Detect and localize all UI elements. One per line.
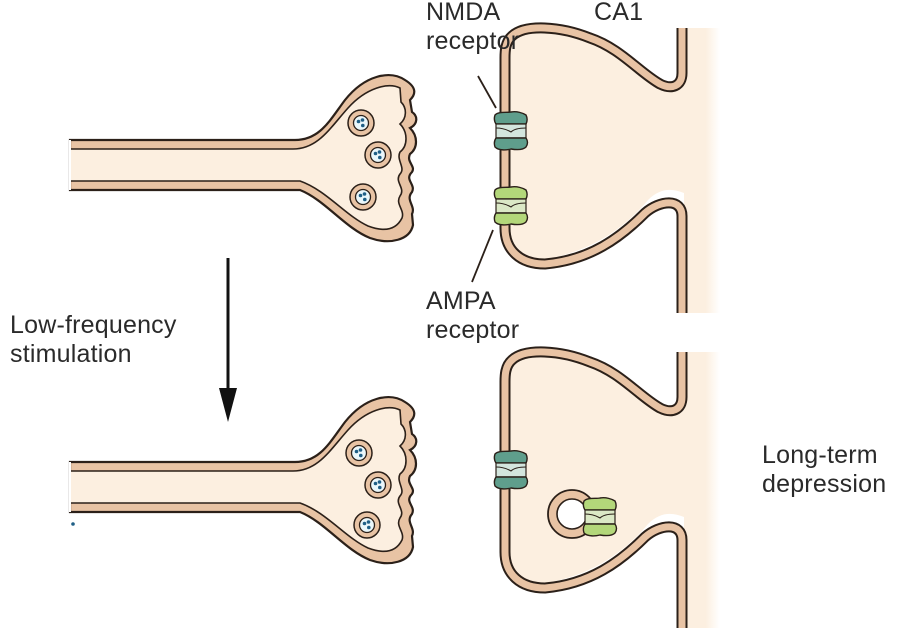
ampa-receptor-before xyxy=(493,186,529,226)
ca1-label-text: CA1 xyxy=(594,0,644,26)
ampa-receptor-label: AMPA receptor xyxy=(426,287,519,345)
vesicle xyxy=(347,109,375,137)
ca1-label: CA1 xyxy=(594,0,643,27)
vesicle xyxy=(345,439,373,467)
ltd-label: Long-term depression xyxy=(762,441,886,499)
stimulation-label-line1: Low-frequency xyxy=(10,311,177,339)
stimulation-label: Low-frequency stimulation xyxy=(10,311,177,369)
ltd-label-line1: Long-term xyxy=(762,441,878,469)
stray-dot xyxy=(71,522,75,526)
vesicle xyxy=(353,511,381,539)
nmda-label-line1: NMDA xyxy=(426,0,501,26)
ampa-receptor-internalized xyxy=(582,497,618,537)
ltd-label-line2: depression xyxy=(762,470,887,498)
panel-after xyxy=(68,350,720,628)
nmda-pointer-line xyxy=(477,75,497,109)
nmda-label-line2: receptor xyxy=(426,27,520,55)
nmda-receptor-after xyxy=(493,450,529,490)
panel-before xyxy=(68,26,720,313)
ampa-label-line1: AMPA xyxy=(426,287,496,315)
nmda-receptor-label: NMDA receptor xyxy=(426,0,519,56)
stimulation-arrow xyxy=(219,258,237,422)
presynaptic-terminal-before xyxy=(68,74,418,243)
vesicle xyxy=(364,471,392,499)
vesicle xyxy=(364,141,392,169)
ampa-pointer-line xyxy=(471,229,494,283)
vesicle xyxy=(349,183,377,211)
postsynaptic-spine-before xyxy=(505,26,720,313)
ampa-label-line2: receptor xyxy=(426,316,520,344)
nmda-receptor-before xyxy=(493,111,529,151)
stimulation-label-line2: stimulation xyxy=(10,340,132,368)
postsynaptic-spine-after xyxy=(505,350,720,628)
